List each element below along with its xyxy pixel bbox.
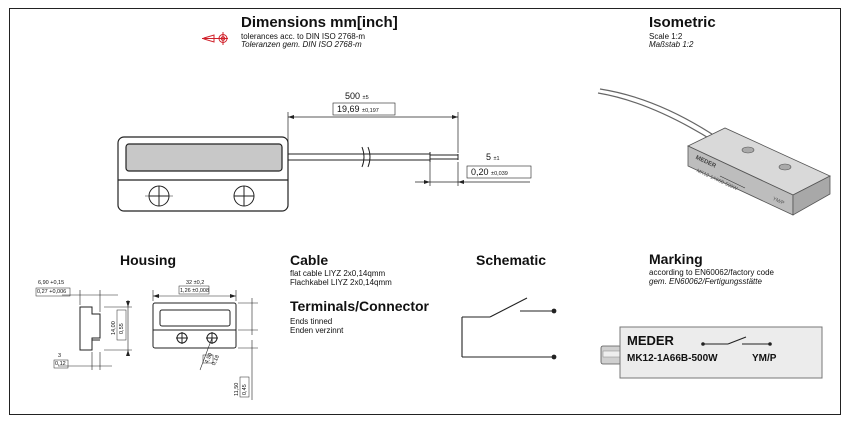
housing-top-view [152,302,237,349]
housing-dim-width-inch: 1,26 ±0,008 [180,288,210,294]
cable-length-inch: 19,69 ±0,197 [337,104,379,114]
mounting-hole-right [233,185,255,207]
housing-side-dims [58,290,132,370]
housing-dim-height-inch: 0,55 [119,323,125,334]
strip-length-value: 5 ±1 [486,152,500,162]
marking-title: Marking [649,251,703,267]
housing-dim-width: 32 ±0,2 [186,280,205,286]
housing-dim-boxes [35,285,250,398]
mounting-hole-left [145,185,173,207]
marking-part-number: MK12-1A66B-500W [627,353,718,364]
dim-boxes [332,102,532,179]
dimensions-tolerance-en: tolerances acc. to DIN ISO 2768-m [241,32,366,41]
dimensions-tolerance-de: Toleranzen gem. DIN ISO 2768-m [241,40,362,49]
isometric-title: Isometric [649,14,716,31]
housing-dim-top: 6,90 +0,15 [38,280,65,286]
housing-dim-top-inch: 0,27 +0,006 [37,289,67,295]
housing-dim-height: 14,00 [111,321,117,335]
cable-length-value: 500 ±5 [345,91,369,101]
projection-symbol-icon [202,32,228,45]
marking-factory-code: YM/P [752,353,777,364]
marking-spec-de: gem. EN60062/Fertigungsstätte [649,277,762,286]
terminals-title: Terminals/Connector [290,298,429,314]
housing-title: Housing [120,252,176,268]
drawing-frame [9,8,841,415]
marking-body [600,326,823,379]
dimensions-title: Dimensions mm[inch] [241,14,398,31]
isometric-scale-de: Maßstab 1:2 [649,40,694,49]
terminals-spec-en: Ends tinned [290,317,333,326]
terminals-spec-de: Enden verzinnt [290,326,344,335]
marking-spec-en: according to EN60062/factory code [649,268,774,277]
isometric-scale-en: Scale 1:2 [649,32,683,41]
isometric-cable [597,88,719,143]
isometric-body [687,127,831,216]
cable-drawing [288,146,459,168]
housing-dim-side-inch: 0,12 [55,361,66,367]
cable-spec-en: flat cable LIYZ 2x0,14qmm [290,269,386,278]
dimension-lines [287,112,530,186]
strip-length-inch: 0,20 ±0,039 [471,167,508,177]
cable-title: Cable [290,252,329,268]
marking-brand: MEDER [627,333,674,348]
housing-top-dims [152,290,258,400]
reed-switch-symbol [461,297,554,358]
housing-side-view [79,306,101,351]
cable-spec-de: Flachkabel LIYZ 2x0,14qmm [290,278,392,287]
housing-dim-bottom: 11,50 [234,382,240,396]
sensor-front-view [117,136,289,212]
housing-dim-side: 3 [58,353,62,359]
housing-dim-bottom-inch: 0,45 [242,384,248,395]
schematic-title: Schematic [476,252,547,268]
schematic-terminals [551,308,557,360]
